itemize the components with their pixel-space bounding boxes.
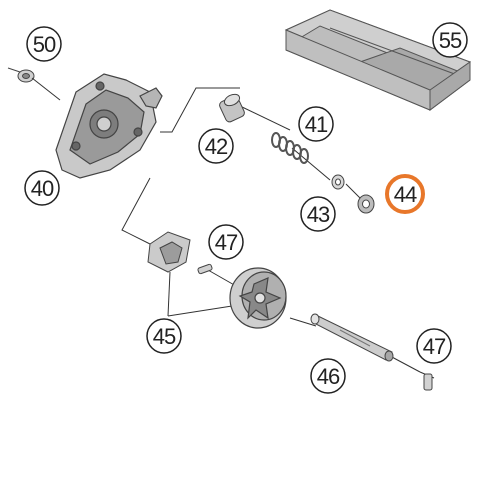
part-50-nut bbox=[7, 67, 35, 83]
part-40-housing bbox=[55, 73, 163, 179]
callout-50: 50 bbox=[26, 26, 62, 62]
callout-45: 45 bbox=[146, 318, 182, 354]
svg-text:47: 47 bbox=[423, 334, 446, 359]
svg-text:55: 55 bbox=[439, 28, 462, 53]
svg-text:42: 42 bbox=[205, 134, 228, 159]
callout-43: 43 bbox=[300, 196, 336, 232]
svg-text:44: 44 bbox=[394, 182, 417, 207]
leader-lines bbox=[31, 77, 435, 379]
svg-text:46: 46 bbox=[317, 364, 340, 389]
callout-42: 42 bbox=[198, 128, 234, 164]
callout-44-highlighted: 44 bbox=[385, 174, 425, 214]
callout-47-lower: 47 bbox=[416, 328, 452, 364]
callout-41: 41 bbox=[298, 106, 334, 142]
svg-text:47: 47 bbox=[215, 230, 238, 255]
svg-text:43: 43 bbox=[307, 202, 330, 227]
callout-40: 40 bbox=[24, 170, 60, 206]
part-47-pin-upper bbox=[197, 263, 213, 275]
callout-47-upper: 47 bbox=[208, 224, 244, 260]
svg-text:41: 41 bbox=[305, 112, 328, 137]
part-43-washer bbox=[331, 174, 345, 190]
part-46-shaft bbox=[310, 313, 394, 362]
part-55-pedal-plate bbox=[284, 9, 472, 111]
svg-text:40: 40 bbox=[31, 176, 54, 201]
callout-55: 55 bbox=[432, 22, 468, 58]
svg-text:50: 50 bbox=[33, 32, 56, 57]
part-45-wheel bbox=[229, 267, 287, 329]
svg-text:45: 45 bbox=[153, 324, 176, 349]
callout-46: 46 bbox=[310, 358, 346, 394]
part-42-plunger bbox=[219, 93, 245, 123]
part-45-bracket bbox=[147, 231, 191, 273]
part-44-seal-ring bbox=[357, 194, 375, 214]
part-41-spring bbox=[271, 132, 309, 164]
part-47-pin-lower bbox=[423, 373, 433, 391]
